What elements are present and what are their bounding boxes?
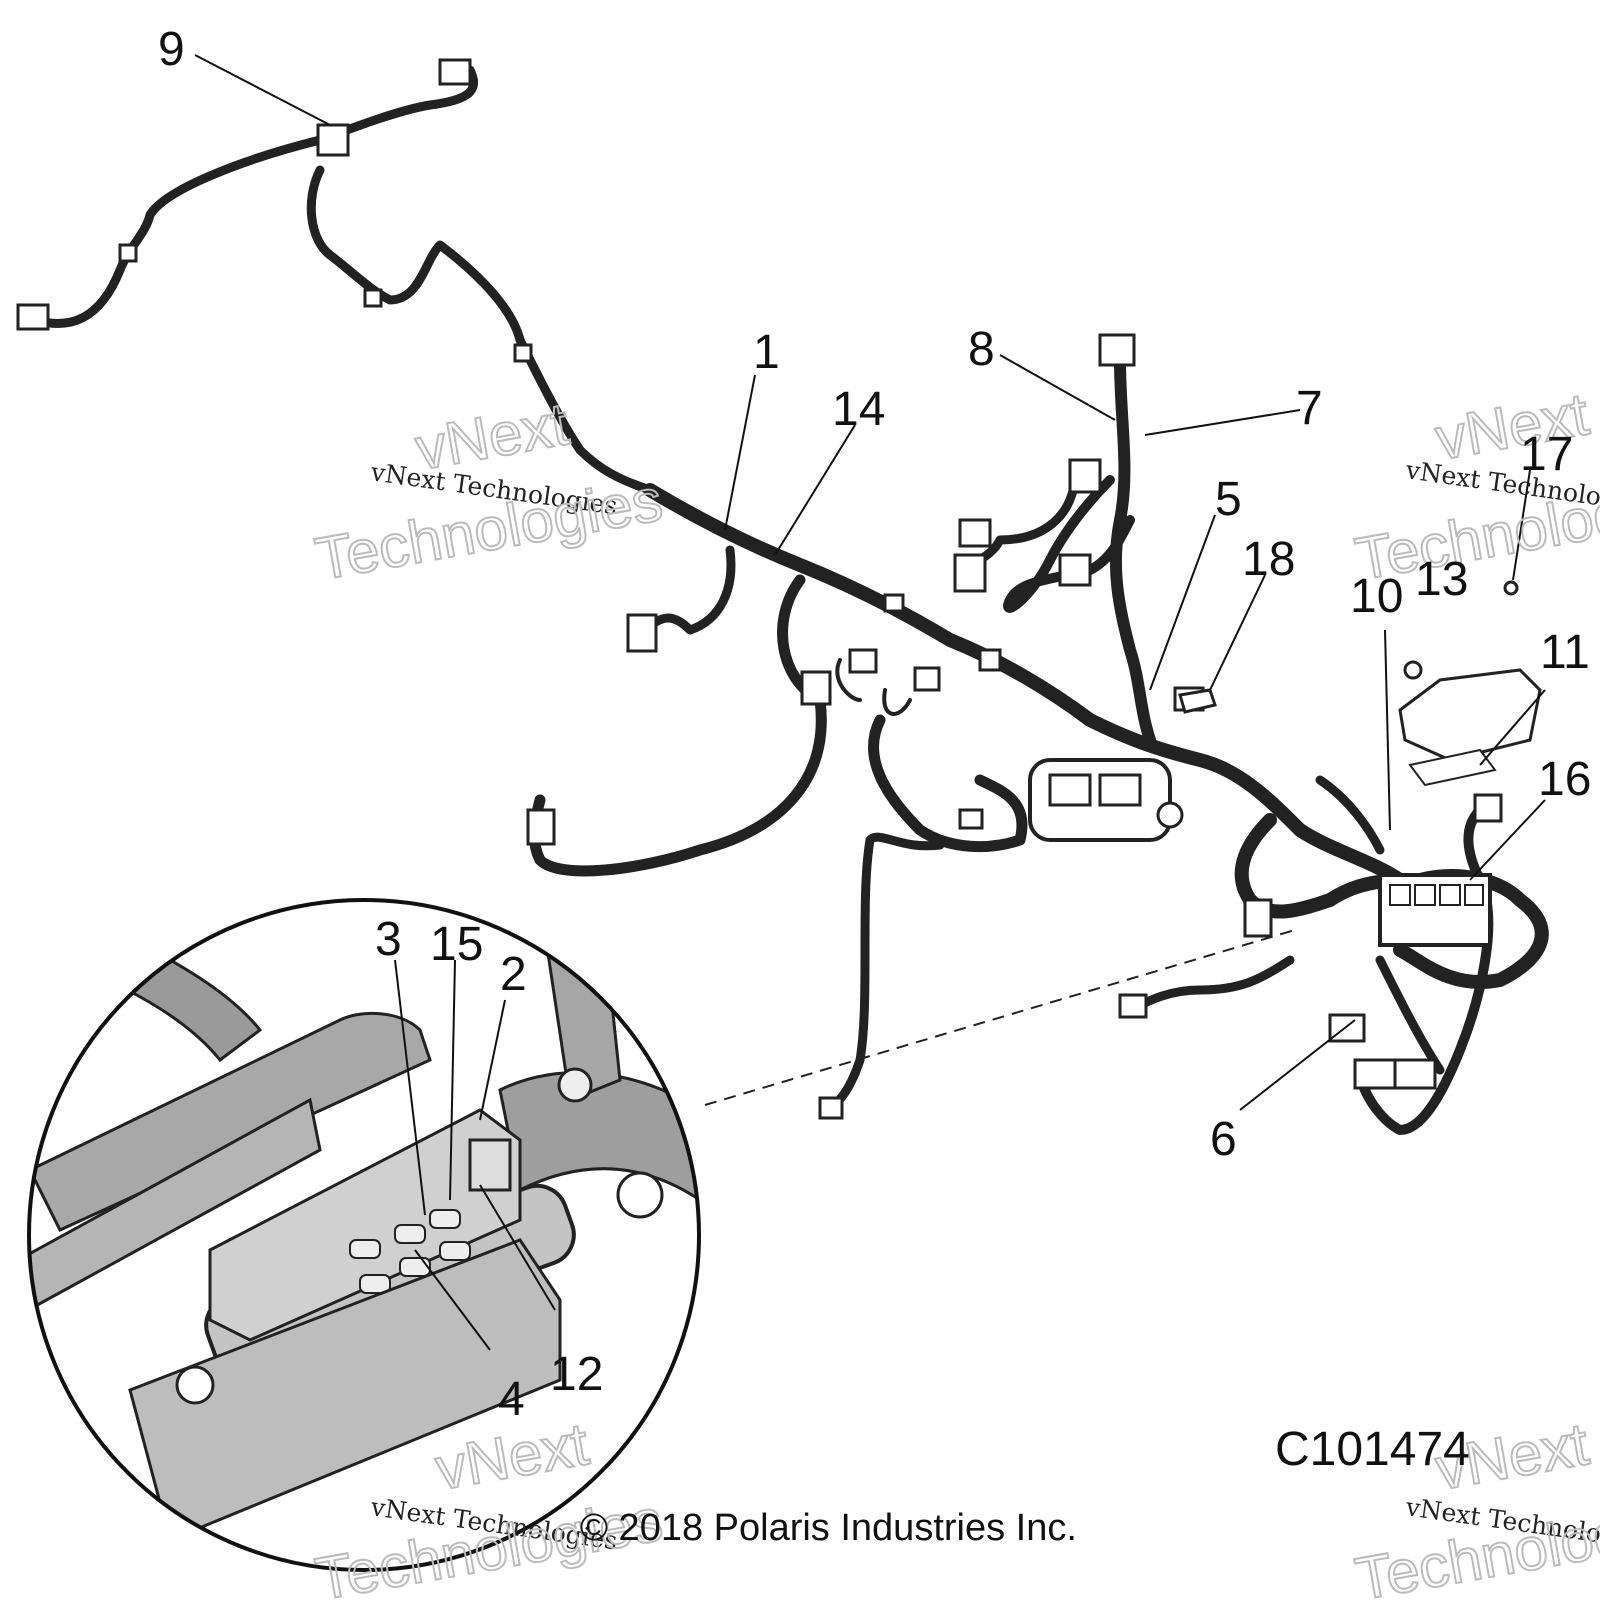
callout-6: 6 xyxy=(1210,1113,1237,1166)
detail-inset xyxy=(27,898,701,1572)
callout-18: 18 xyxy=(1242,533,1295,586)
watermarks: vNext Technologies vNext Technologies vN… xyxy=(310,379,1600,1600)
callout-1: 1 xyxy=(753,326,780,379)
callout-13: 13 xyxy=(1415,553,1468,606)
callout-5: 5 xyxy=(1215,473,1242,526)
callout-4: 4 xyxy=(498,1373,525,1426)
callout-10: 10 xyxy=(1350,570,1403,623)
callout-labels: 9 1 14 8 7 5 18 17 13 10 11 16 6 3 15 2 … xyxy=(158,23,1591,1426)
callout-15: 15 xyxy=(430,918,483,971)
callout-14: 14 xyxy=(832,383,885,436)
callout-16: 16 xyxy=(1538,753,1591,806)
callout-7: 7 xyxy=(1296,382,1323,435)
callout-9: 9 xyxy=(158,23,185,76)
callout-2: 2 xyxy=(500,948,527,1001)
callout-3: 3 xyxy=(375,913,402,966)
callout-8: 8 xyxy=(968,323,995,376)
copyright-text: © 2018 Polaris Industries Inc. xyxy=(580,1507,1077,1549)
fuse-box-area xyxy=(1118,580,1549,1135)
harness-9 xyxy=(16,58,655,495)
figure-code: C101474 xyxy=(1275,1423,1470,1476)
callout-12: 12 xyxy=(550,1348,603,1401)
reference-dashed-line xyxy=(704,929,1296,1106)
harness-1 xyxy=(526,483,1407,1120)
callout-17: 17 xyxy=(1520,428,1573,481)
callout-11: 11 xyxy=(1540,626,1590,679)
harness-7-8 xyxy=(953,333,1205,746)
leader-lines xyxy=(194,54,1546,1351)
watermark-big-1a: vNext xyxy=(411,390,574,483)
